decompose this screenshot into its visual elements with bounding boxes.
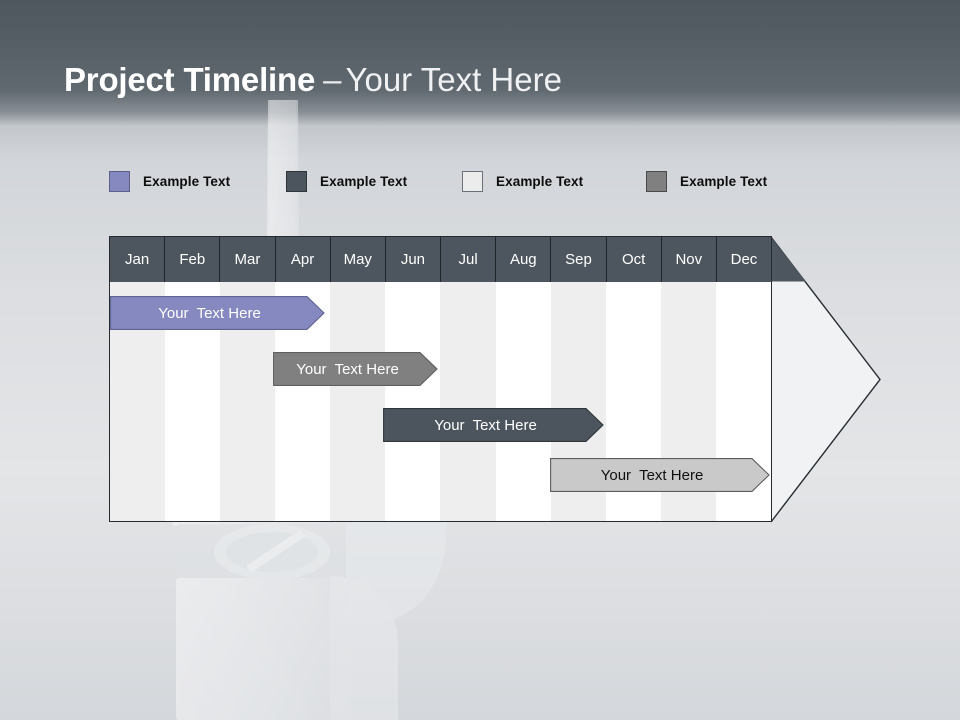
legend-swatch-icon (286, 170, 307, 192)
task-bar-label: Your Text Here (600, 466, 704, 484)
month-header-dec[interactable]: Dec (730, 251, 758, 268)
legend-swatch-icon (462, 170, 483, 192)
task-bar-label: Your Text Here (434, 416, 537, 434)
task-bar-2[interactable]: Your Text Here (273, 352, 438, 386)
month-header-oct[interactable]: Oct (607, 237, 662, 282)
month-header-mar[interactable]: Mar (220, 237, 276, 282)
month-header-may[interactable]: May (331, 237, 386, 282)
legend-label: Example Text (680, 173, 768, 189)
legend-swatch-icon (646, 170, 667, 192)
month-header-nov[interactable]: Nov (662, 237, 717, 282)
legend-item-3[interactable]: Example Text (462, 169, 583, 193)
legend-item-2[interactable]: Example Text (286, 169, 407, 193)
month-header-jun[interactable]: Jun (386, 237, 442, 282)
month-header-sep[interactable]: Sep (551, 237, 607, 282)
page-title: Project Timeline – Your Text Here (64, 56, 562, 104)
legend: Example Text Example Text Example Text E… (109, 169, 869, 195)
task-bar-shape-3 (383, 408, 604, 442)
task-bar-shape-1 (110, 296, 325, 330)
legend-swatch-icon (109, 170, 130, 192)
legend-item-1[interactable]: Example Text (109, 169, 230, 193)
legend-label: Example Text (496, 173, 584, 189)
timeline-column-jun (385, 282, 441, 521)
legend-item-4[interactable]: Example Text (646, 169, 767, 193)
task-bar-shape-2 (273, 352, 438, 386)
legend-label: Example Text (320, 173, 408, 189)
month-header-jan[interactable]: Jan (110, 237, 166, 282)
task-bar-1[interactable]: Your Text Here (110, 296, 325, 330)
title-primary: Project Timeline (64, 61, 316, 98)
title-separator: – (323, 61, 342, 98)
month-header-aug[interactable]: Aug (496, 237, 552, 282)
month-header-jul[interactable]: Jul (441, 237, 497, 282)
month-header-feb[interactable]: Feb (165, 237, 221, 282)
timeline-month-header: Jan Feb Mar Apr May Jun Jul Aug Sep Oct … (110, 237, 771, 282)
timeline-arrow-head-icon (770, 236, 881, 523)
timeline-column-aug (495, 282, 551, 521)
legend-label: Example Text (143, 173, 231, 189)
task-bar-label: Your Text Here (158, 304, 261, 322)
task-bar-3[interactable]: Your Text Here (383, 408, 604, 442)
task-bar-shape-4 (550, 458, 770, 492)
task-bar-4[interactable]: Your Text Here (550, 458, 770, 492)
timeline-column-jul (440, 282, 496, 521)
month-header-apr[interactable]: Apr (276, 237, 331, 282)
task-bar-label: Your Text Here (296, 360, 399, 378)
timeline-column-may (330, 282, 386, 521)
title-secondary: Your Text Here (345, 61, 562, 98)
